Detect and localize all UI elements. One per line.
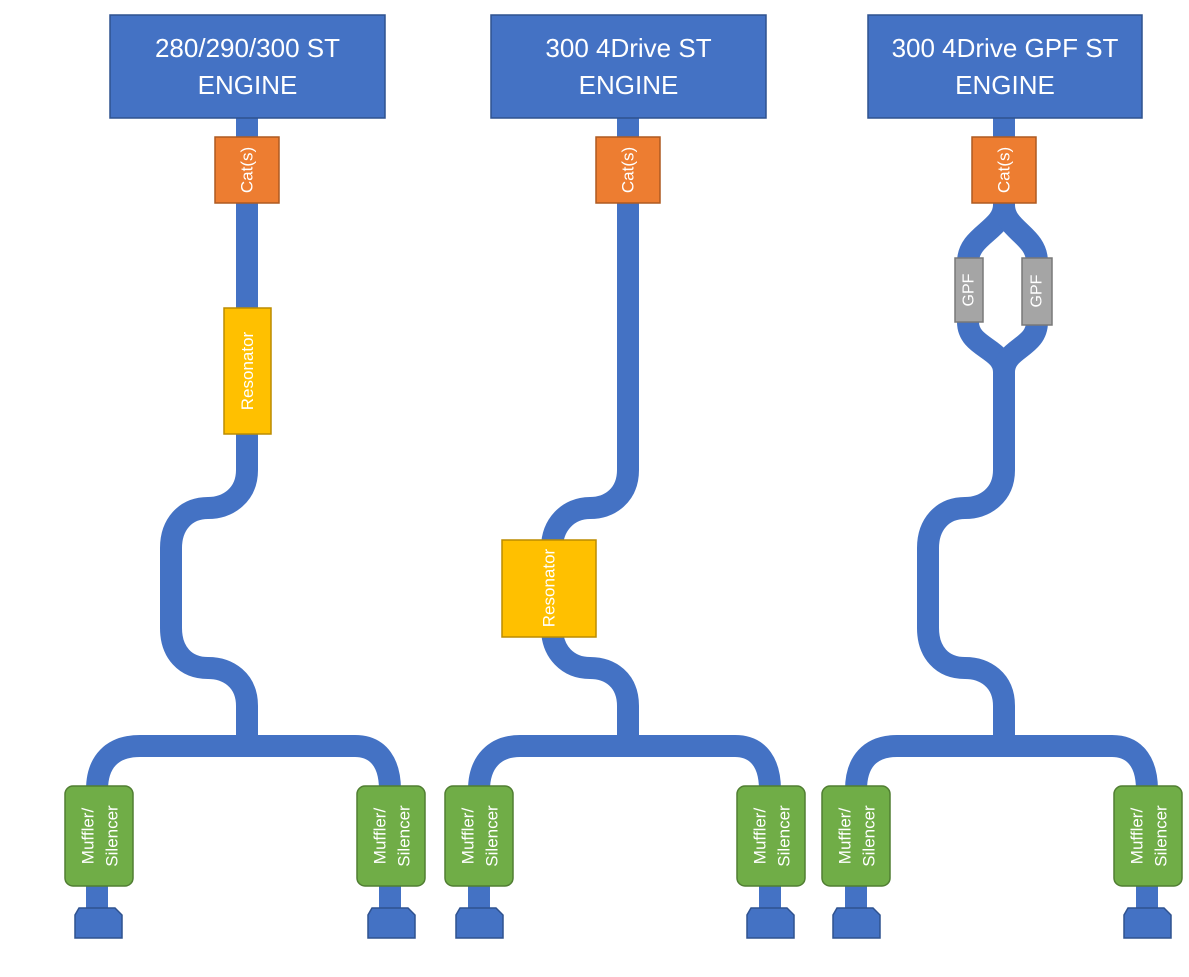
pipe-d1-split	[86, 735, 401, 791]
pipe-d3-merge-right	[993, 320, 1048, 374]
cat-label: Cat(s)	[619, 147, 638, 193]
gpf-left-box	[954, 257, 984, 323]
muffler-left-line2: Silencer	[103, 805, 122, 867]
cat-box	[971, 136, 1037, 204]
cat-label: Cat(s)	[238, 147, 257, 193]
resonator-label: Resonator	[540, 548, 559, 627]
muffler-left-line2: Silencer	[860, 805, 879, 867]
cat-label: Cat(s)	[995, 147, 1014, 193]
resonator-label: Resonator	[238, 331, 257, 410]
resonator-box	[501, 539, 597, 638]
pipe-d3-loop-right	[993, 203, 1048, 264]
exhaust-tip	[367, 907, 416, 939]
engine-title-line2: ENGINE	[955, 70, 1055, 100]
muffler-right	[1113, 785, 1183, 887]
engine-title-line1: 300 4Drive GPF ST	[892, 33, 1119, 63]
exhaust-tips	[74, 907, 1172, 939]
pipe-d3-split	[845, 735, 1158, 791]
muffler-left	[444, 785, 514, 887]
engine-box	[867, 14, 1143, 119]
exhaust-tip	[74, 907, 123, 939]
engine-title-line2: ENGINE	[579, 70, 679, 100]
muffler-left	[821, 785, 891, 887]
gpf-right-box	[1021, 257, 1053, 326]
muffler-left-line2: Silencer	[483, 805, 502, 867]
muffler-right-line2: Silencer	[395, 805, 414, 867]
pipe-d3-sbend	[917, 469, 1015, 746]
exhaust-tip	[455, 907, 504, 939]
muffler-left-line1: Muffler/	[459, 808, 478, 865]
muffler-right	[736, 785, 806, 887]
exhaust-tip	[1123, 907, 1172, 939]
exhaust-tip	[746, 907, 795, 939]
muffler-right	[356, 785, 426, 887]
gpf-left-label: GPF	[961, 273, 978, 306]
diagram-3: 300 4Drive GPF ST ENGINE Cat(s) GPF GPF …	[821, 14, 1183, 887]
cat-box	[595, 136, 661, 204]
muffler-right-line1: Muffler/	[1128, 808, 1147, 865]
muffler-right-line1: Muffler/	[751, 808, 770, 865]
engine-box	[109, 14, 386, 119]
pipes	[86, 118, 1158, 915]
pipe-d2-split	[468, 735, 781, 791]
muffler-right-line1: Muffler/	[371, 808, 390, 865]
resonator-box	[223, 307, 272, 435]
cat-box	[214, 136, 280, 204]
muffler-left	[64, 785, 134, 887]
gpf-right-label: GPF	[1029, 274, 1046, 307]
exhaust-tip	[832, 907, 881, 939]
muffler-right-line2: Silencer	[1152, 805, 1171, 867]
engine-title-line1: 280/290/300 ST	[155, 33, 340, 63]
engine-title-line2: ENGINE	[198, 70, 298, 100]
engine-box	[490, 14, 767, 119]
diagram-2: 300 4Drive ST ENGINE Cat(s) Resonator Mu…	[444, 14, 806, 887]
pipe-d1-sbend	[160, 469, 258, 746]
muffler-left-line1: Muffler/	[836, 808, 855, 865]
muffler-right-line2: Silencer	[775, 805, 794, 867]
diagram-1: 280/290/300 ST ENGINE Cat(s) Resonator M…	[64, 14, 426, 887]
engine-title-line1: 300 4Drive ST	[545, 33, 711, 63]
muffler-left-line1: Muffler/	[79, 808, 98, 865]
